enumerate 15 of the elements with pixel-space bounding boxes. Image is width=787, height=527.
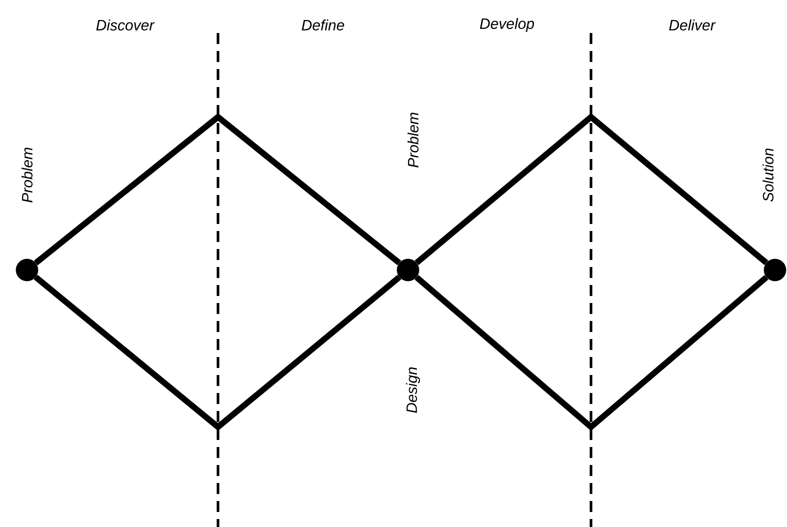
phase-label: Develop bbox=[480, 18, 534, 32]
diamond-line bbox=[34, 113, 402, 266]
phase-label: Define bbox=[302, 19, 344, 30]
diamond-line bbox=[414, 274, 768, 431]
dot bbox=[396, 258, 420, 282]
dot bbox=[764, 258, 786, 282]
phase-label: Deliver bbox=[669, 19, 716, 30]
phase-label: Discover bbox=[96, 19, 155, 30]
diamond-line bbox=[34, 274, 402, 431]
dot bbox=[16, 258, 38, 282]
rotated-label: Design bbox=[406, 367, 420, 413]
rotated-label: Problem bbox=[22, 148, 33, 202]
diamond-line bbox=[414, 113, 768, 266]
rotated-label: Solution bbox=[762, 148, 774, 202]
rotated-label: Problem bbox=[408, 112, 418, 168]
